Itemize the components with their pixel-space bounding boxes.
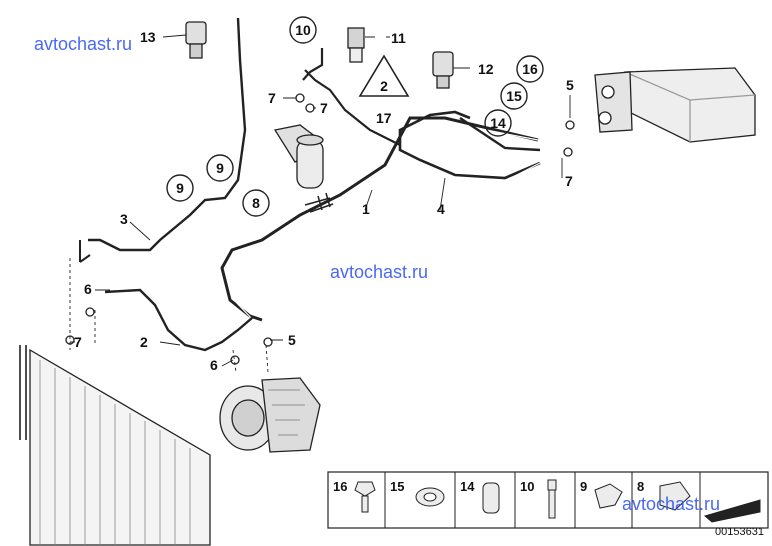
line-10 bbox=[304, 69, 401, 146]
callout-3: 3 bbox=[120, 211, 128, 227]
sensor-12 bbox=[432, 51, 454, 89]
callout-11: 11 bbox=[391, 30, 406, 46]
callout-17: 17 bbox=[376, 110, 392, 126]
line-14 bbox=[459, 117, 541, 152]
callout-7-left: 7 bbox=[74, 334, 82, 350]
clip-9 bbox=[594, 483, 623, 509]
legend-15: 15 bbox=[390, 479, 404, 494]
watermark: avtochast.ru bbox=[622, 494, 721, 514]
line-4 bbox=[398, 110, 541, 182]
pressure-line bbox=[302, 48, 324, 81]
valve-14 bbox=[482, 482, 500, 514]
screw-10-shank bbox=[548, 489, 556, 519]
line-9 bbox=[88, 17, 247, 252]
sensor-13 bbox=[185, 21, 207, 59]
bolt-16-shank bbox=[361, 495, 369, 513]
callout-1: 1 bbox=[362, 201, 370, 217]
callout-7-right: 7 bbox=[565, 173, 573, 189]
compressor bbox=[219, 377, 321, 453]
callout-14: 14 bbox=[490, 115, 506, 131]
condenser bbox=[19, 345, 211, 546]
legend-14: 14 bbox=[460, 479, 475, 494]
callout-8: 8 bbox=[252, 195, 260, 211]
legend-16: 16 bbox=[333, 479, 347, 494]
callout-5-top: 5 bbox=[566, 77, 574, 93]
evaporator bbox=[594, 67, 756, 143]
watermark: avtochast.ru bbox=[34, 34, 133, 54]
callout-9-upper: 9 bbox=[216, 160, 224, 176]
callout-9-lower: 9 bbox=[176, 180, 184, 196]
switch-11 bbox=[347, 27, 365, 63]
watermark: avtochast.ru bbox=[330, 262, 429, 282]
diagram-number: 00153631 bbox=[715, 526, 764, 538]
callout-7-a: 7 bbox=[268, 90, 276, 106]
receiver-drier bbox=[273, 124, 324, 189]
bracket-8 bbox=[659, 481, 691, 511]
diagram-linework bbox=[19, 16, 756, 546]
callout-13: 13 bbox=[140, 29, 156, 45]
leader-lines bbox=[69, 258, 269, 373]
callout-labels: 13 10 11 12 16 15 14 5 7 2 17 7 7 9 9 8 … bbox=[74, 22, 574, 373]
callout-6-bottom: 6 bbox=[210, 357, 218, 373]
callout-10: 10 bbox=[295, 22, 311, 38]
line-3-end bbox=[79, 240, 91, 263]
callout-7-b: 7 bbox=[320, 100, 328, 116]
callout-circles bbox=[166, 16, 544, 217]
parts-legend: 16 15 14 10 9 8 bbox=[327, 471, 769, 529]
callout-5-bottom: 5 bbox=[288, 332, 296, 348]
callout-15: 15 bbox=[506, 88, 522, 104]
legend-9: 9 bbox=[580, 479, 587, 494]
warning-triangle bbox=[358, 54, 410, 97]
callout-12: 12 bbox=[478, 61, 494, 77]
legend-8: 8 bbox=[637, 479, 644, 494]
callout-6-left: 6 bbox=[84, 281, 92, 297]
seal-rings bbox=[65, 93, 575, 365]
line-2 bbox=[104, 288, 253, 352]
legend-10: 10 bbox=[520, 479, 534, 494]
callout-4: 4 bbox=[437, 201, 445, 217]
triangle-label: 2 bbox=[380, 78, 388, 94]
screw-10-head bbox=[547, 479, 557, 491]
line-1 bbox=[220, 116, 539, 322]
fastener-legend bbox=[703, 499, 761, 523]
callout-2: 2 bbox=[140, 334, 148, 350]
callout-16: 16 bbox=[522, 61, 538, 77]
bolt-16-head bbox=[354, 481, 376, 497]
